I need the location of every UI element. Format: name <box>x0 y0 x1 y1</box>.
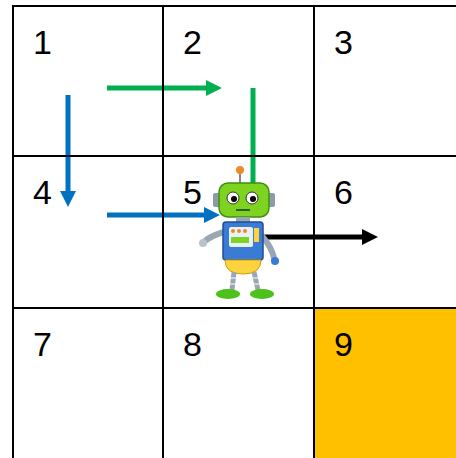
move-arrow <box>107 86 206 91</box>
cell-number: 7 <box>33 327 52 361</box>
cell-number: 4 <box>33 175 52 209</box>
move-arrow <box>251 88 256 186</box>
grid-cell: 1 <box>12 5 164 157</box>
move-arrow <box>107 213 204 218</box>
grid-cell: 9 <box>313 307 456 458</box>
robot-figure <box>199 166 279 299</box>
cell-number: 5 <box>183 175 202 209</box>
grid-cell: 3 <box>313 5 456 157</box>
grid-cell: 4 <box>12 155 164 309</box>
cell-number: 9 <box>334 327 353 361</box>
grid-cell: 5 <box>162 155 315 309</box>
cell-number: 1 <box>33 25 52 59</box>
grid-cell: 7 <box>12 307 164 458</box>
cell-number: 6 <box>334 175 353 209</box>
move-arrow <box>66 95 71 191</box>
cell-number: 2 <box>183 25 202 59</box>
cell-number: 3 <box>334 25 353 59</box>
move-arrow <box>262 235 362 240</box>
grid-cell: 8 <box>162 307 315 458</box>
grid-cell: 6 <box>313 155 456 309</box>
cell-number: 8 <box>183 327 202 361</box>
grid-cell: 2 <box>162 5 315 157</box>
